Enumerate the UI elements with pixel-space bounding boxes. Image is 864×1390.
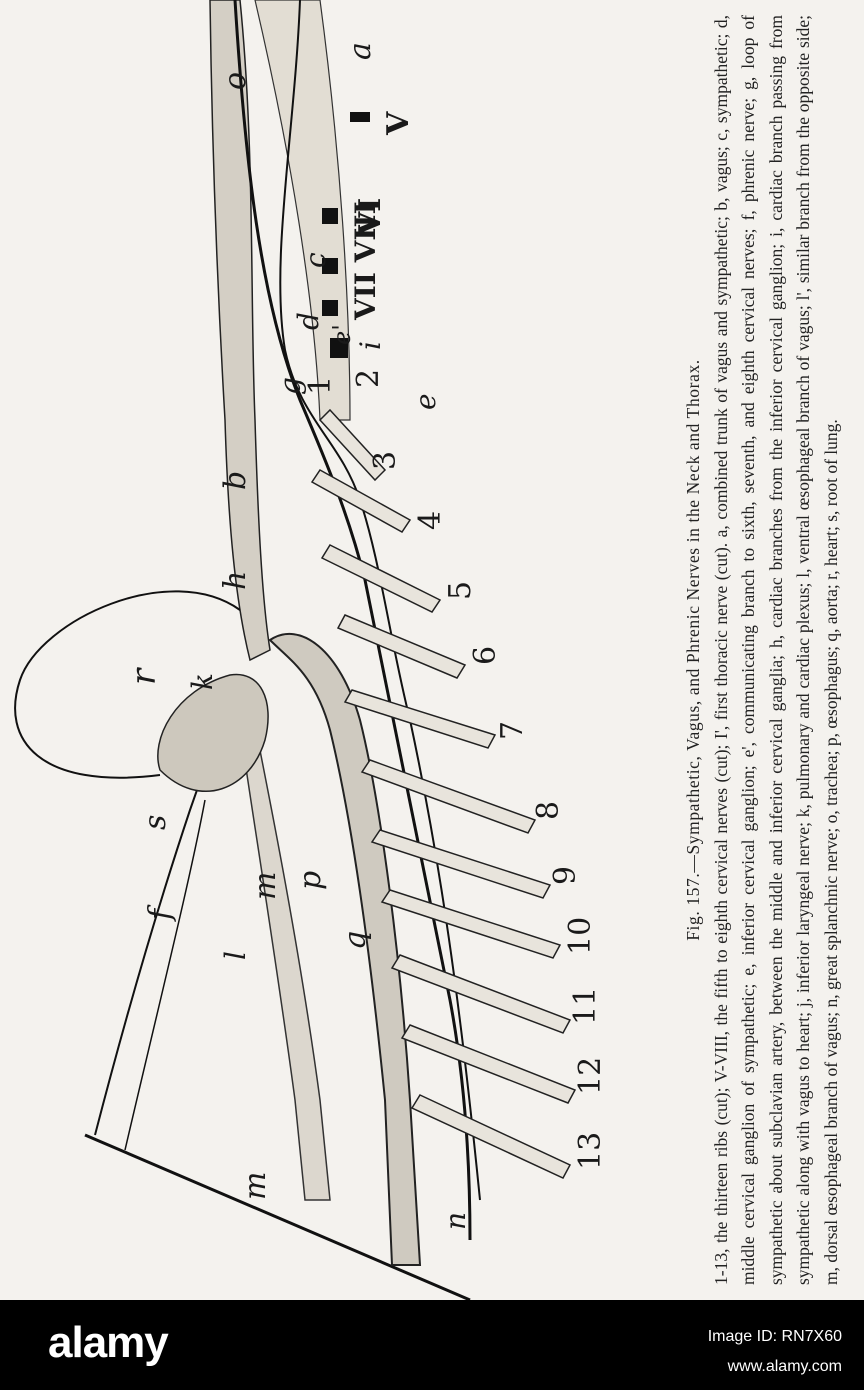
- label-r: r: [124, 667, 164, 685]
- roman-label-vii-viii: VII VIII: [349, 201, 382, 321]
- ventral-esophageal-branch: [124, 799, 206, 1151]
- label-s: s: [138, 815, 173, 830]
- rib-label-8: 8: [531, 801, 566, 820]
- heart-outline: [14, 590, 241, 779]
- rib-label-1: 1: [303, 376, 338, 395]
- trachea: [209, 0, 271, 662]
- label-c-upper: c: [299, 252, 332, 268]
- label-k: k: [186, 673, 219, 690]
- label-f-lower: f: [143, 904, 178, 922]
- label-i: i: [354, 341, 387, 350]
- figure-baseline: [84, 1133, 471, 1300]
- image-id-block: Image ID: RN7X60 www.alamy.com: [708, 1322, 842, 1382]
- label-d: d: [292, 312, 325, 330]
- rib-label-3: 3: [368, 451, 403, 470]
- roman-label-vi: VI: [353, 198, 388, 236]
- rib-label-5: 5: [443, 581, 478, 600]
- anatomical-figure: 1 2 3 4 5 6 7 8 9 10 11 12 13 V VI VII V…: [14, 0, 608, 1300]
- rib-label-10: 10: [563, 917, 598, 955]
- rib-label-13: 13: [573, 1132, 608, 1170]
- site-url: www.alamy.com: [727, 1358, 842, 1375]
- rib-label-6: 6: [468, 646, 503, 665]
- esophagus: [235, 699, 331, 1201]
- cervical-root-vii: [322, 258, 338, 274]
- label-p: p: [293, 871, 328, 890]
- label-n: n: [439, 1212, 472, 1230]
- roman-label-v: V: [381, 111, 416, 136]
- rib-stubs: [310, 408, 577, 1179]
- cervical-root-viii: [322, 300, 338, 316]
- rib-label-11: 11: [568, 987, 603, 1025]
- label-m-lower: m: [238, 1172, 273, 1200]
- caption-title: Fig. 157.—Sympathetic, Vagus, and Phreni…: [683, 359, 703, 941]
- label-m-upper: m: [248, 872, 283, 900]
- label-g: g: [274, 377, 307, 395]
- label-q: q: [338, 931, 373, 950]
- rib-label-4: 4: [413, 511, 448, 530]
- alamy-logo: alamy: [48, 1318, 169, 1367]
- rib-label-12: 12: [573, 1057, 608, 1095]
- watermark-footer: alamy Image ID: RN7X60 www.alamy.com: [0, 1300, 864, 1390]
- first-thoracic-root: [330, 338, 348, 358]
- label-b: b: [218, 471, 253, 490]
- figure-caption: Fig. 157.—Sympathetic, Vagus, and Phreni…: [680, 15, 846, 1285]
- rib-label-9: 9: [548, 866, 583, 885]
- page-scan: 1 2 3 4 5 6 7 8 9 10 11 12 13 V VI VII V…: [0, 0, 864, 1300]
- cervical-root-v: [350, 112, 370, 122]
- rib-label-7: 7: [495, 721, 530, 740]
- label-h: h: [218, 571, 253, 590]
- label-o: o: [218, 72, 253, 90]
- rib-label-2: 2: [351, 369, 386, 388]
- label-e-prime: e': [328, 324, 356, 345]
- caption-body: 1-13, the thirteen ribs (cut); V-VIII, t…: [710, 15, 841, 1285]
- lung-root: [157, 673, 269, 792]
- image-id: Image ID: RN7X60: [707, 1328, 842, 1345]
- label-e: e: [409, 393, 442, 410]
- label-a: a: [343, 42, 378, 60]
- label-l: l: [219, 951, 252, 960]
- cervical-root-vi: [322, 208, 338, 224]
